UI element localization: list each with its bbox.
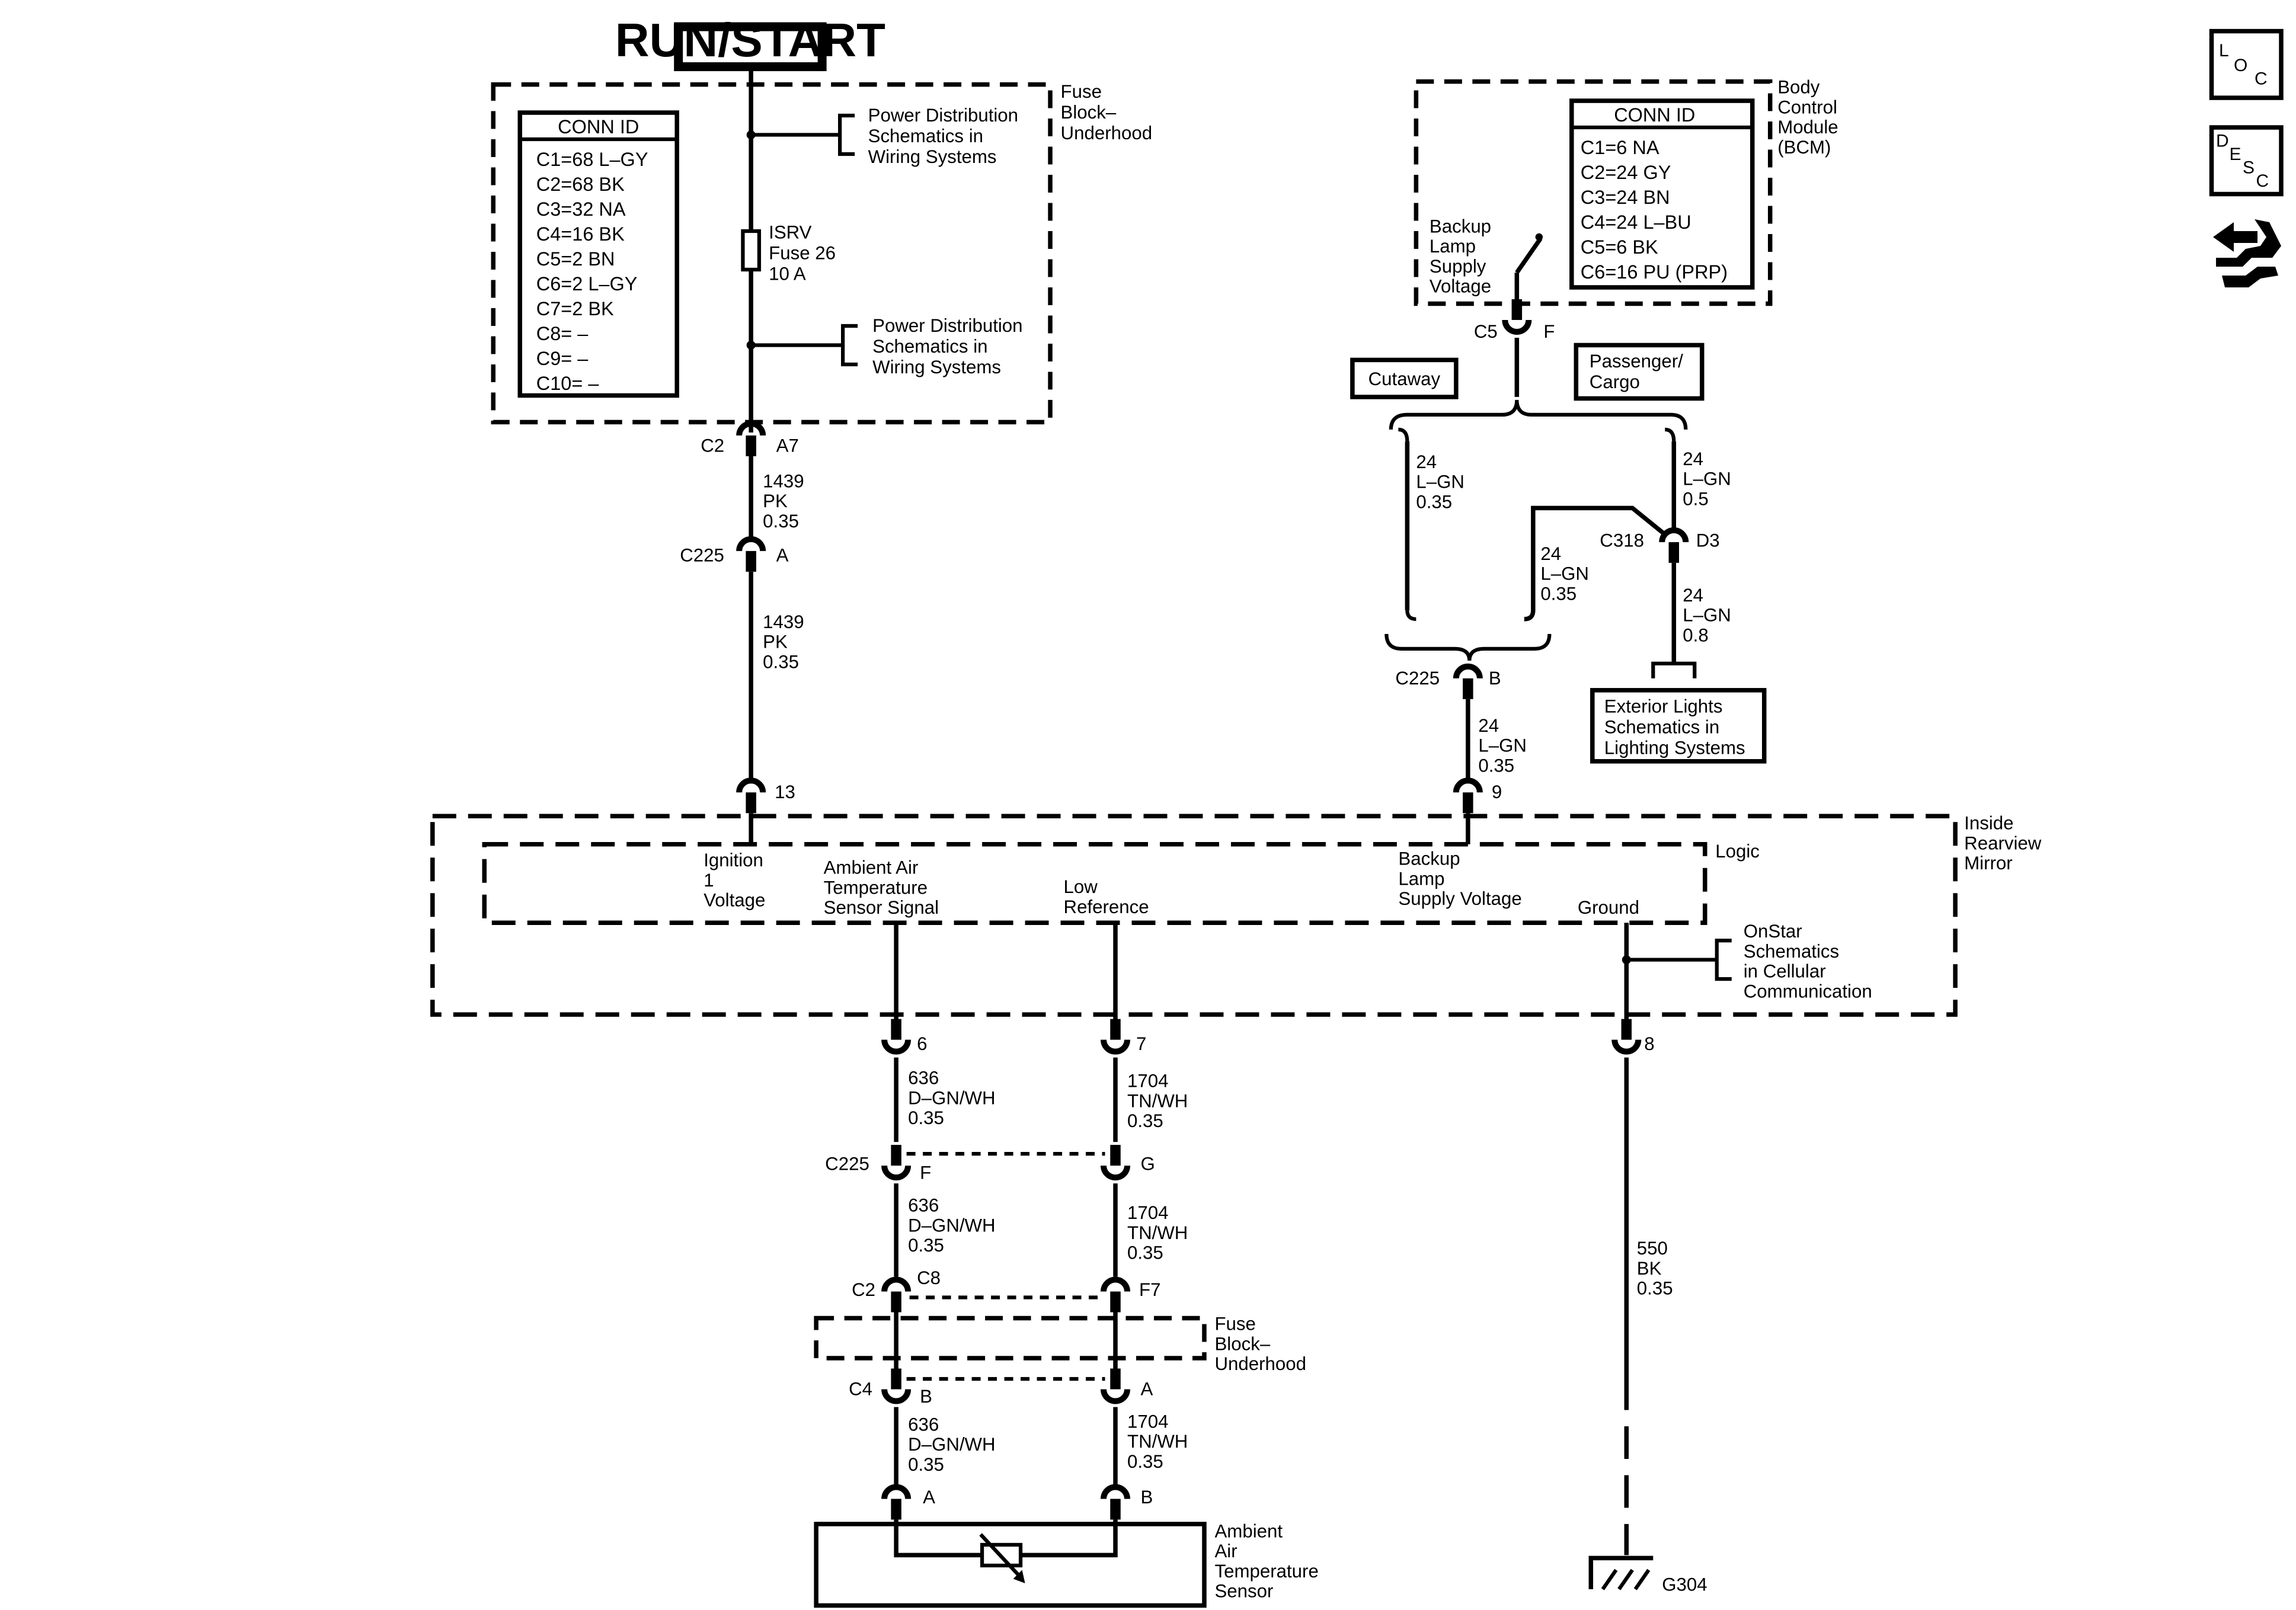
isrv-fuse-label: ISRV Fuse 26 10 A: [769, 222, 841, 284]
ground-label: Ground: [1578, 897, 1639, 918]
cutaway-label: Cutaway: [1368, 369, 1441, 389]
power-distribution-ref-1: Power Distribution Schematics in Wiring …: [868, 105, 1024, 167]
loc-icon[interactable]: L O C: [2209, 28, 2284, 100]
sensor-circuit: 6 7 8 636 D–GN/WH 0.35 1704 TN/WH 0.35 C…: [814, 1019, 1707, 1608]
aat-signal-label: Ambient Air Temperature Sensor Signal: [824, 857, 939, 918]
g304-label: G304: [1662, 1574, 1707, 1595]
exterior-lights-ref: Exterior Lights Schematics in Lighting S…: [1604, 696, 1745, 758]
wire-636-label-1: 636 D–GN/WH 0.35: [908, 1068, 1000, 1128]
c225-label-left: C225: [680, 545, 724, 565]
backup-supply-label: Backup Lamp Supply Voltage: [1398, 849, 1521, 909]
svg-text:L: L: [2219, 41, 2229, 60]
onstar-ref: OnStar Schematics in Cellular Communicat…: [1744, 921, 1872, 1001]
power-source: RUN/START: [615, 14, 885, 72]
bcm-conn-list: C1=6 NA C2=24 GY C3=24 BN C4=24 L–BU C5=…: [1581, 137, 1728, 283]
b-label-right: B: [1489, 668, 1501, 689]
c5-label: C5: [1474, 321, 1498, 342]
fuse-block-label: Fuse Block– Underhood: [1061, 81, 1153, 143]
svg-text:C: C: [2256, 171, 2269, 191]
run-start-label: RUN/START: [615, 14, 885, 66]
mirror-label: Inside Rearview Mirror: [1964, 813, 2046, 873]
c2-label: C2: [701, 435, 724, 456]
wire-24-mid-label: 24 L–GN 0.35: [1540, 543, 1594, 604]
fuse-symbol: [741, 229, 762, 272]
c4-label: C4: [849, 1378, 872, 1399]
pin-9-label: 9: [1492, 782, 1502, 802]
pin-8-label: 8: [1644, 1033, 1654, 1054]
bcm-backup-lamp-label: Backup Lamp Supply Voltage: [1430, 216, 1496, 296]
desc-icon[interactable]: D E S C: [2209, 125, 2284, 197]
d3-label: D3: [1696, 530, 1720, 550]
inside-rearview-mirror: Inside Rearview Mirror Logic Ignition 1 …: [430, 813, 2046, 1031]
bcm-label: Body Control Module (BCM): [1777, 77, 1843, 158]
conn-id-list: C1=68 L–GY C2=68 BK C3=32 NA C4=16 BK C5…: [536, 149, 654, 394]
svg-text:D: D: [2216, 132, 2229, 151]
g-label-bottom: G: [1141, 1154, 1155, 1174]
connector-tool-icon[interactable]: [2213, 219, 2282, 287]
wire-1439-label-2: 1439 PK 0.35: [763, 612, 809, 672]
svg-text:E: E: [2230, 145, 2241, 164]
svg-text:O: O: [2234, 56, 2247, 75]
svg-text:S: S: [2243, 158, 2255, 178]
sensor-pin-a-label: A: [923, 1487, 935, 1507]
fuse-block-label-bottom: Fuse Block– Underhood: [1214, 1314, 1306, 1374]
a-label-bottom: A: [1141, 1378, 1153, 1399]
f-label-bottom: F: [920, 1163, 931, 1183]
wire-24-right-label: 24 L–GN 0.5: [1683, 449, 1736, 509]
conn-id-title: CONN ID: [558, 116, 639, 137]
f7-label: F7: [1139, 1279, 1160, 1300]
a-label-left: A: [776, 545, 789, 565]
pin-6-label: 6: [917, 1033, 927, 1054]
exterior-lights-ref-box[interactable]: [1590, 688, 1767, 764]
wire-550-label: 550 BK 0.35: [1637, 1238, 1673, 1298]
wire-24-left-label: 24 L–GN 0.35: [1416, 452, 1469, 512]
wire-636-label-3: 636 D–GN/WH 0.35: [908, 1414, 1000, 1474]
logic-label: Logic: [1715, 841, 1760, 862]
a7-label: A7: [776, 435, 799, 456]
wire-1704-label-2: 1704 TN/WH 0.35: [1127, 1202, 1193, 1263]
sensor-pin-b-label: B: [1141, 1487, 1153, 1507]
wire-24-down-label: 24 L–GN 0.35: [1478, 715, 1531, 776]
b-label-bottom: B: [920, 1386, 932, 1407]
c225-label-bottom: C225: [825, 1154, 869, 1174]
wire-1704-label-1: 1704 TN/WH 0.35: [1127, 1071, 1193, 1131]
c318-label: C318: [1600, 530, 1644, 550]
svg-text:C: C: [2255, 69, 2268, 89]
pin-7-label: 7: [1136, 1033, 1146, 1054]
wire-636-label-2: 636 D–GN/WH 0.35: [908, 1195, 1000, 1256]
f-label-bcm: F: [1543, 321, 1555, 342]
wire-24-ext-label: 24 L–GN 0.8: [1683, 585, 1736, 645]
backup-lamp-branch: Cutaway Passenger/ Cargo 24 L–GN 0.35 24…: [1350, 343, 1767, 844]
cutaway-option-box: [1350, 357, 1459, 399]
pin-13-label: 13: [775, 782, 795, 802]
ignition-wire: C2 A7 1439 PK 0.35 C225 A 1439 PK 0.35 1…: [680, 424, 809, 844]
low-reference-label: Low Reference: [1064, 876, 1149, 917]
ignition-voltage-label: Ignition 1 Voltage: [703, 850, 768, 910]
power-distribution-ref-2: Power Distribution Schematics in Wiring …: [872, 315, 1028, 377]
bcm-conn-title: CONN ID: [1614, 104, 1695, 126]
c225-label-right: C225: [1395, 668, 1440, 689]
sensor-label: Ambient Air Temperature Sensor: [1214, 1521, 1323, 1601]
ground-symbol: [1588, 1555, 1654, 1590]
passenger-cargo-option-box: [1574, 343, 1705, 401]
passenger-cargo-label: Passenger/ Cargo: [1590, 351, 1689, 392]
wire-1439-label: 1439 PK 0.35: [763, 470, 809, 531]
wire-1704-label-3: 1704 TN/WH 0.35: [1127, 1411, 1193, 1471]
c8-label: C8: [917, 1267, 941, 1288]
body-control-module: Body Control Module (BCM) CONN ID C1=6 N…: [1414, 77, 1843, 397]
c2-label-bottom: C2: [852, 1279, 875, 1300]
fuse-block-underhood-top: Fuse Block– Underhood CONN ID C1=68 L–GY…: [491, 66, 1153, 433]
